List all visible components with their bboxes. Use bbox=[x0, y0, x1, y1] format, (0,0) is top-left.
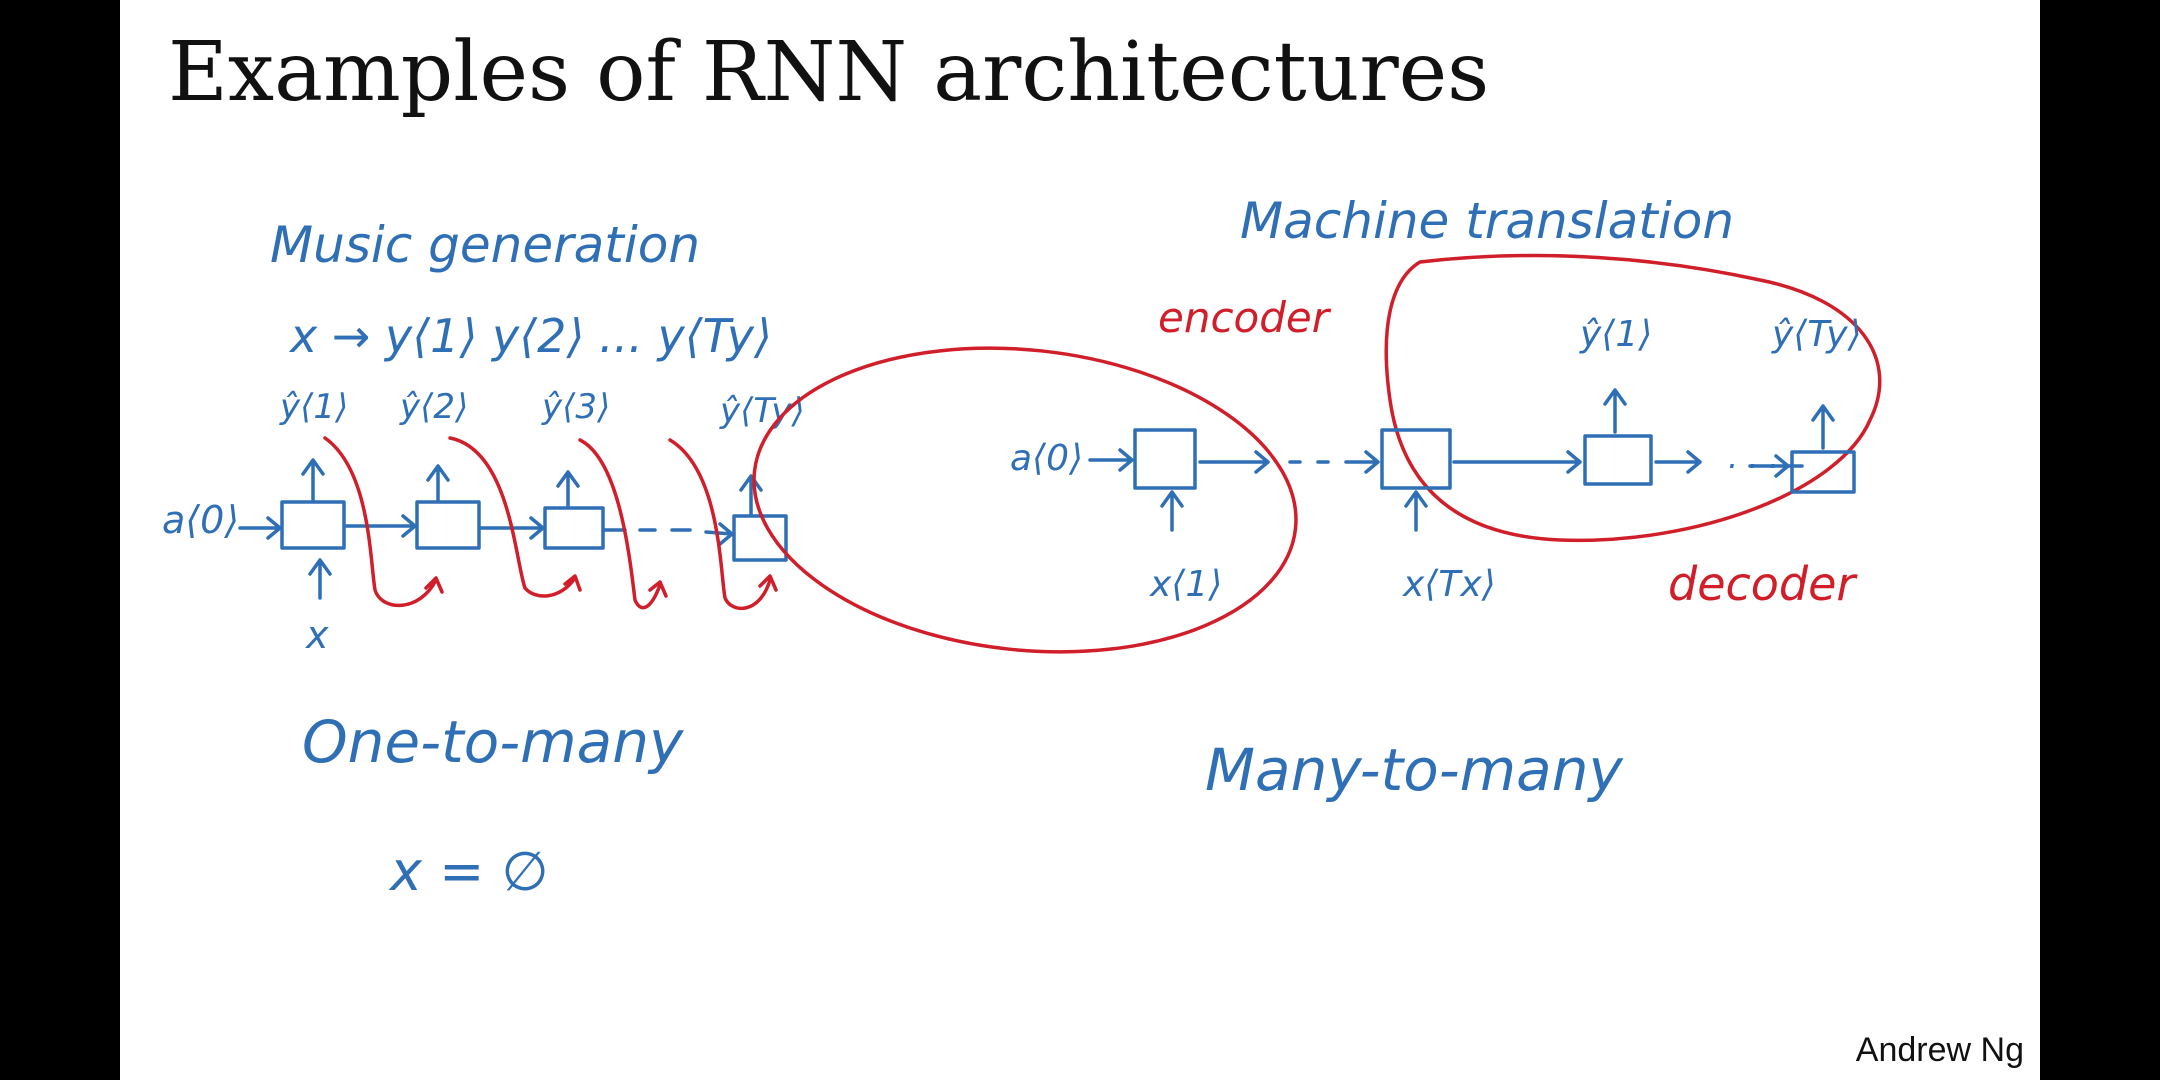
decoder-cell-1 bbox=[1583, 434, 1653, 486]
input-arrow bbox=[308, 558, 332, 600]
decoder-boundary bbox=[1384, 253, 1882, 543]
feedback-loop-2 bbox=[448, 436, 582, 598]
machine-translation-diagram: Machine translation encoder decoder a⟨0⟩… bbox=[752, 192, 1882, 804]
encoder-initial-state: a⟨0⟩ bbox=[1010, 438, 1083, 479]
music-generation-diagram: Music generation x → y⟨1⟩ y⟨2⟩ ... y⟨Ty⟩… bbox=[162, 216, 805, 903]
arrow-cell1-to-cell2 bbox=[344, 514, 417, 538]
output-yhat-3: ŷ⟨3⟩ bbox=[541, 387, 610, 427]
input-x-label: x bbox=[305, 613, 329, 657]
output-yhat-1: ŷ⟨1⟩ bbox=[279, 387, 348, 427]
handwritten-diagrams: Music generation x → y⟨1⟩ y⟨2⟩ ... y⟨Ty⟩… bbox=[162, 192, 1882, 903]
encoder-boundary bbox=[752, 346, 1298, 654]
arrow-decoder-1-out bbox=[1654, 450, 1702, 474]
output-arrow-4 bbox=[739, 474, 763, 516]
output-arrow-3 bbox=[556, 470, 580, 508]
output-yhat-Ty-decoder: ŷ⟨Ty⟩ bbox=[1771, 314, 1862, 355]
input-xTx: x⟨Tx⟩ bbox=[1402, 564, 1496, 605]
author-credit: Andrew Ng bbox=[1855, 1031, 2024, 1069]
one-to-many-label: One-to-many bbox=[302, 708, 684, 776]
x-equals-null-note: x = ∅ bbox=[388, 840, 549, 903]
arrow-encoder-to-decoder bbox=[1452, 450, 1582, 474]
output-yhat-4: ŷ⟨Ty⟩ bbox=[719, 391, 805, 431]
output-arrow-y1 bbox=[1603, 388, 1627, 434]
slide-title: Examples of RNN architectures bbox=[168, 25, 1490, 120]
initial-state-label: a⟨0⟩ bbox=[162, 498, 239, 542]
slide: Examples of RNN architectures Music gene… bbox=[120, 0, 2040, 1080]
rnn-cell-2 bbox=[415, 500, 481, 550]
arrow-encoder-to-last bbox=[1288, 450, 1380, 474]
rnn-cell-4 bbox=[732, 514, 788, 562]
input-arrow-xTx bbox=[1404, 490, 1428, 532]
arrow-a0-to-encoder bbox=[1088, 448, 1134, 472]
music-generation-heading: Music generation bbox=[270, 216, 700, 274]
input-x1: x⟨1⟩ bbox=[1149, 564, 1222, 605]
arrow-cell3-to-cell4 bbox=[603, 522, 734, 546]
output-arrow-yTy bbox=[1811, 404, 1835, 450]
rnn-cell-3 bbox=[543, 506, 605, 550]
encoder-cell-1 bbox=[1133, 428, 1197, 490]
decoder-label: decoder bbox=[1668, 557, 1858, 611]
many-to-many-label: Many-to-many bbox=[1205, 736, 1623, 804]
output-arrow-2 bbox=[426, 464, 450, 502]
encoder-label: encoder bbox=[1158, 293, 1332, 342]
output-yhat-1-decoder: ŷ⟨1⟩ bbox=[1579, 314, 1652, 355]
rnn-cell-1 bbox=[280, 500, 346, 550]
music-generation-mapping: x → y⟨1⟩ y⟨2⟩ ... y⟨Ty⟩ bbox=[288, 309, 772, 363]
decoder-dots: . . . bbox=[1728, 438, 1779, 476]
output-arrow-1 bbox=[301, 458, 325, 502]
output-yhat-2: ŷ⟨2⟩ bbox=[399, 387, 468, 427]
arrow-encoder-1-out bbox=[1198, 450, 1270, 474]
decoder-cell-last bbox=[1790, 450, 1856, 494]
feedback-loop-3 bbox=[578, 438, 668, 610]
encoder-cell-last bbox=[1380, 428, 1452, 490]
arrow-a0-to-cell1 bbox=[238, 516, 282, 540]
arrow-to-decoder-last bbox=[1748, 454, 1804, 478]
feedback-loop-1 bbox=[323, 436, 444, 607]
input-arrow-x1 bbox=[1160, 490, 1184, 532]
machine-translation-heading: Machine translation bbox=[1240, 192, 1734, 250]
feedback-loop-4 bbox=[668, 438, 778, 611]
